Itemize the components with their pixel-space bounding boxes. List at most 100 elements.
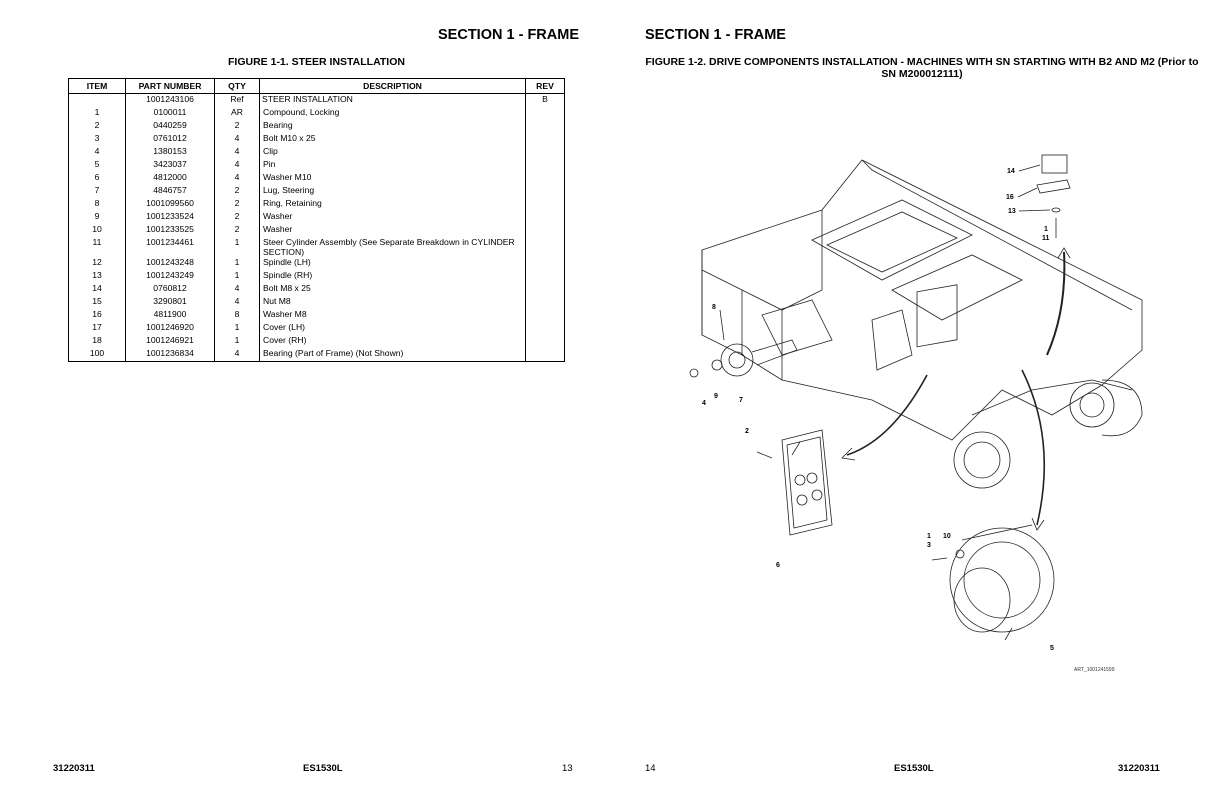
art-id: ART_1001241599 xyxy=(1074,667,1115,673)
cell-desc: Bearing (Part of Frame) (Not Shown) xyxy=(259,348,526,362)
cell-part: 1001246920 xyxy=(125,322,215,335)
cell-qty: 2 xyxy=(214,185,260,198)
callout-2: 2 xyxy=(745,428,749,435)
cell-desc: Spindle (LH) xyxy=(259,257,526,270)
callout-11: 11 xyxy=(1042,235,1050,242)
cell-part: 1001233524 xyxy=(125,211,215,224)
cell-item: 17 xyxy=(68,322,126,335)
callout-4: 4 xyxy=(702,400,706,407)
cell-qty: Ref xyxy=(214,93,260,107)
figure-title: FIGURE 1-1. STEER INSTALLATION xyxy=(228,56,405,68)
cell-item xyxy=(68,93,126,107)
cell-part: 1001243106 xyxy=(125,93,215,107)
cell-qty: 4 xyxy=(214,146,260,159)
cell-rev xyxy=(525,133,565,146)
cell-item: 9 xyxy=(68,211,126,224)
cell-item: 4 xyxy=(68,146,126,159)
cell-item: 10 xyxy=(68,224,126,237)
callout-13: 13 xyxy=(1008,208,1016,215)
figure-title: FIGURE 1-2. DRIVE COMPONENTS INSTALLATIO… xyxy=(645,56,1199,80)
cell-qty: 1 xyxy=(214,322,260,335)
cell-item: 16 xyxy=(68,309,126,322)
cell-item: 2 xyxy=(68,120,126,133)
cell-part: 1001099560 xyxy=(125,198,215,211)
cell-rev xyxy=(525,198,565,211)
cell-rev xyxy=(525,309,565,322)
cell-qty: 1 xyxy=(214,257,260,270)
cell-desc: Lug, Steering xyxy=(259,185,526,198)
section-title: SECTION 1 - FRAME xyxy=(645,27,786,43)
cell-desc: Cover (LH) xyxy=(259,322,526,335)
callout-1-top: 1 xyxy=(1044,226,1048,233)
cell-part: 0100011 xyxy=(125,107,215,120)
cell-part: 1001234461 xyxy=(125,237,215,257)
cell-rev xyxy=(525,257,565,270)
cell-rev xyxy=(525,172,565,185)
cell-desc: STEER INSTALLATION xyxy=(259,93,526,107)
cell-part: 3423037 xyxy=(125,159,215,172)
cell-rev xyxy=(525,237,565,257)
cell-part: 1001243249 xyxy=(125,270,215,283)
controller-exploded xyxy=(781,429,833,536)
cell-rev xyxy=(525,283,565,296)
cell-item: 15 xyxy=(68,296,126,309)
callout-10: 10 xyxy=(943,533,951,540)
cell-rev xyxy=(525,146,565,159)
drive-components-drawing: 14 16 13 1 11 8 4 9 7 2 6 1 3 10 5 xyxy=(689,154,1143,652)
right-page: SECTION 1 - FRAME FIGURE 1-2. DRIVE COMP… xyxy=(612,0,1224,792)
callout-3: 3 xyxy=(927,542,931,549)
cell-part: 1001243248 xyxy=(125,257,215,270)
cell-part: 4811900 xyxy=(125,309,215,322)
cell-part: 1001236834 xyxy=(125,348,215,362)
cell-qty: 8 xyxy=(214,309,260,322)
cell-qty: 4 xyxy=(214,283,260,296)
cell-rev xyxy=(525,296,565,309)
cell-item: 18 xyxy=(68,335,126,348)
callout-8: 8 xyxy=(712,304,716,311)
header-item: ITEM xyxy=(68,78,126,94)
cell-desc: Compound, Locking xyxy=(259,107,526,120)
cell-item: 1 xyxy=(68,107,126,120)
cell-desc: Bolt M8 x 25 xyxy=(259,283,526,296)
table-header-row: ITEM PART NUMBER QTY DESCRIPTION REV xyxy=(68,78,565,94)
cell-desc: Washer xyxy=(259,224,526,237)
cell-rev xyxy=(525,270,565,283)
footer-page-number: 14 xyxy=(645,763,656,774)
cell-part: 3290801 xyxy=(125,296,215,309)
cell-desc: Steer Cylinder Assembly (See Separate Br… xyxy=(259,237,526,257)
cell-qty: 2 xyxy=(214,120,260,133)
cell-desc: Pin xyxy=(259,159,526,172)
cell-item: 100 xyxy=(68,348,126,362)
cell-part: 1001233525 xyxy=(125,224,215,237)
cell-part: 4812000 xyxy=(125,172,215,185)
drive-motor-right xyxy=(1069,382,1115,428)
cell-part: 0761012 xyxy=(125,133,215,146)
cell-part: 1001246921 xyxy=(125,335,215,348)
cell-qty: 2 xyxy=(214,198,260,211)
footer-page-number: 13 xyxy=(562,763,573,774)
cell-item: 7 xyxy=(68,185,126,198)
cell-desc: Bolt M10 x 25 xyxy=(259,133,526,146)
cell-rev: B xyxy=(525,93,565,107)
cell-item: 14 xyxy=(68,283,126,296)
cell-item: 13 xyxy=(68,270,126,283)
parts-table: ITEM PART NUMBER QTY DESCRIPTION REV 100… xyxy=(68,78,565,362)
header-part-number: PART NUMBER xyxy=(125,78,215,94)
callout-14: 14 xyxy=(1007,168,1015,175)
